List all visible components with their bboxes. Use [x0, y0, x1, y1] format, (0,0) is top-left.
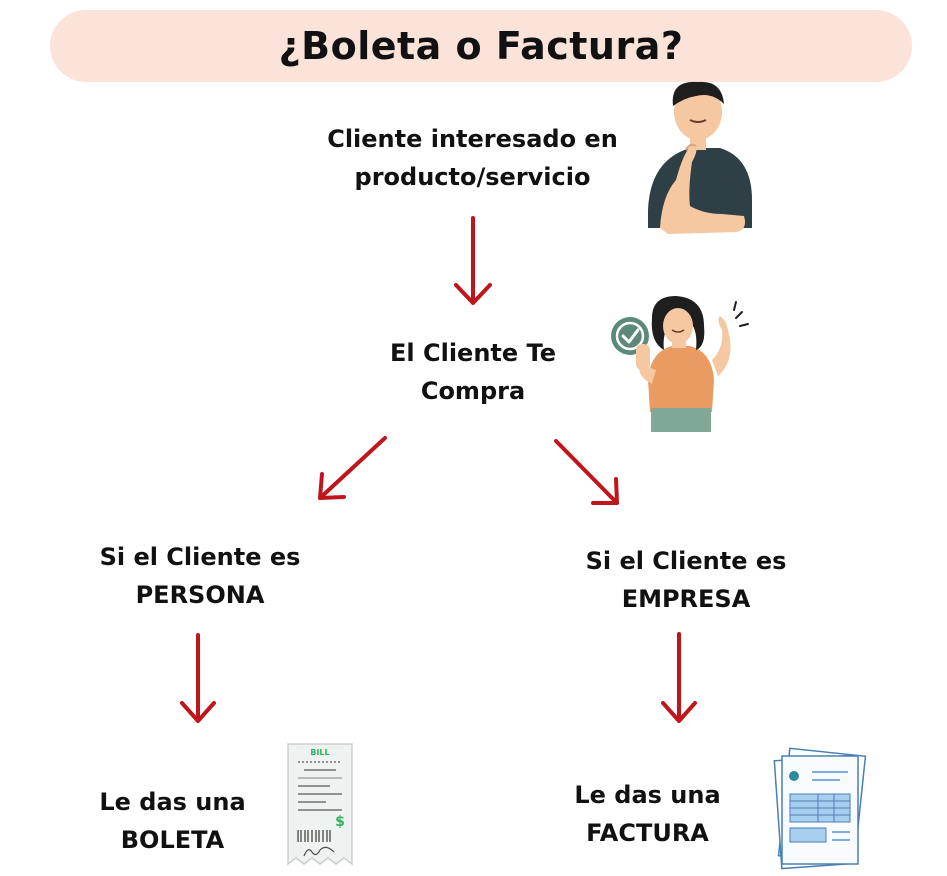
arrow-start-to-purchase: [454, 216, 492, 305]
arrow-persona-to-boleta: [180, 633, 216, 723]
node-purchase: El Cliente Te Compra: [360, 334, 586, 410]
node-purchase-line2: Compra: [420, 377, 526, 405]
approving-woman-icon: [611, 296, 749, 432]
node-empresa-line1: Si el Cliente es: [585, 547, 787, 575]
node-persona-line2: PERSONA: [135, 581, 265, 609]
node-persona: Si el Cliente es PERSONA: [80, 538, 320, 614]
arrow-empresa-to-factura: [661, 632, 697, 723]
node-factura-line1: Le das una: [574, 781, 721, 809]
arrow-purchase-to-empresa: [554, 439, 619, 505]
node-start: Cliente interesado en producto/servicio: [300, 120, 645, 196]
title-banner: ¿Boleta o Factura?: [50, 10, 912, 82]
arrow-purchase-to-persona: [318, 436, 387, 500]
node-factura-line2: FACTURA: [586, 819, 709, 847]
thinking-man-icon: [648, 81, 752, 234]
node-factura: Le das una FACTURA: [555, 776, 740, 852]
receipt-header-text: BILL: [310, 748, 329, 757]
node-boleta-line1: Le das una: [99, 788, 246, 816]
node-start-line1: Cliente interesado en: [327, 125, 618, 153]
node-boleta: Le das una BOLETA: [80, 783, 265, 859]
node-purchase-line1: El Cliente Te: [390, 339, 556, 367]
node-persona-line1: Si el Cliente es: [99, 543, 301, 571]
node-empresa: Si el Cliente es EMPRESA: [566, 542, 806, 618]
page-title: ¿Boleta o Factura?: [278, 24, 684, 68]
receipt-dollar-symbol: $: [335, 814, 345, 830]
receipt-bill-icon: BILL $: [287, 743, 353, 866]
invoice-documents-icon: [773, 747, 867, 870]
node-boleta-line2: BOLETA: [120, 826, 225, 854]
node-start-line2: producto/servicio: [354, 163, 591, 191]
node-empresa-line2: EMPRESA: [621, 585, 751, 613]
